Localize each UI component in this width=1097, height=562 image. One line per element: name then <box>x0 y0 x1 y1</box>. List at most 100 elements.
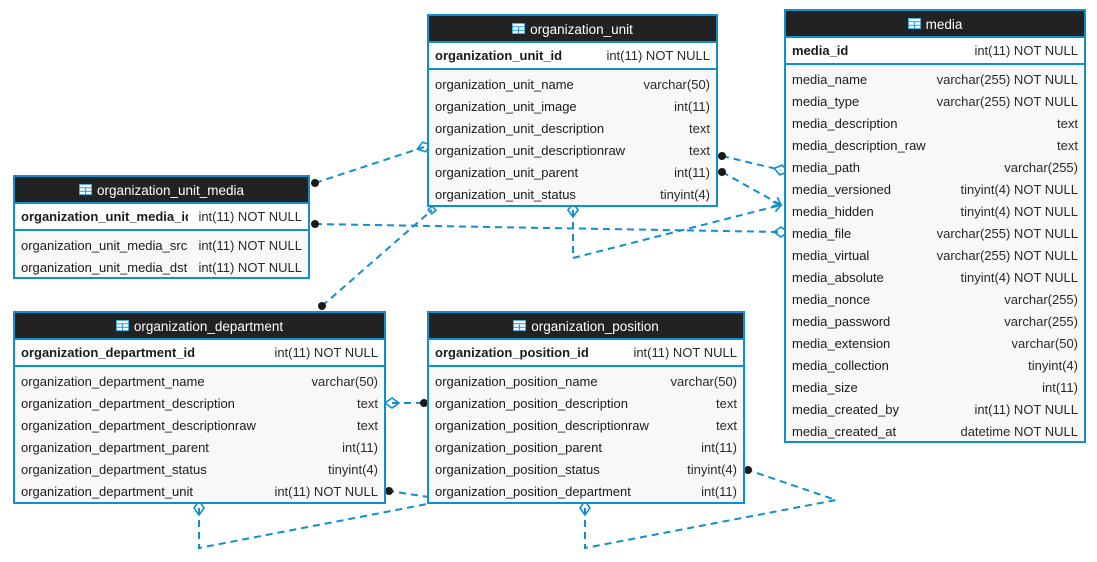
source-marker <box>311 220 319 228</box>
column-type: text <box>689 120 710 136</box>
table-organization_position[interactable]: organization_position organization_positi… <box>427 311 745 504</box>
column-type: tinyint(4) <box>660 186 710 202</box>
column-name: media_absolute <box>792 269 884 285</box>
target-marker <box>385 487 393 495</box>
column-name: organization_position_id <box>435 345 589 360</box>
column-name: media_virtual <box>792 247 870 263</box>
column-name: organization_position_name <box>435 373 598 389</box>
column-type: text <box>1057 137 1078 153</box>
column-type: tinyint(4) <box>687 461 737 477</box>
column-type: varchar(255) NOT NULL <box>936 71 1078 87</box>
table-name: organization_position <box>531 318 659 334</box>
column-name: organization_position_status <box>435 461 600 477</box>
table-name: organization_department <box>133 318 284 334</box>
relationship-line[interactable] <box>314 146 425 184</box>
column-name: organization_unit_name <box>435 76 574 92</box>
table-icon <box>512 17 526 34</box>
column-type: text <box>357 417 378 433</box>
column-name: organization_department_id <box>21 345 196 360</box>
column-name: organization_unit_description <box>435 120 605 136</box>
table-header-organization_unit[interactable]: organization_unit <box>429 16 716 41</box>
table-header-organization_department[interactable]: organization_department <box>15 313 384 338</box>
table-organization_department[interactable]: organization_department organization_depa… <box>13 311 386 504</box>
column-name: media_hidden <box>792 203 874 219</box>
column-type: varchar(50) <box>1011 335 1078 351</box>
column-name: organization_department_status <box>21 461 207 477</box>
relationship-line[interactable] <box>321 209 433 307</box>
column-type: int(11) <box>701 483 737 499</box>
column-name: media_password <box>792 313 891 329</box>
column-type: datetime NOT NULL <box>960 423 1078 439</box>
relationship-line[interactable] <box>572 204 782 260</box>
source-marker <box>383 397 401 409</box>
column-name: organization_unit_id <box>435 48 563 63</box>
relationship-line[interactable] <box>721 171 782 206</box>
column-type: int(11) NOT NULL <box>274 483 378 499</box>
column-type: text <box>689 142 710 158</box>
column-row[interactable]: organization_position_status tinyint(4) <box>429 458 743 480</box>
column-type: varchar(255) <box>1004 159 1078 175</box>
column-type: text <box>1057 115 1078 131</box>
table-header-organization_position[interactable]: organization_position <box>429 313 743 338</box>
target-marker <box>772 196 783 207</box>
table-icon <box>78 178 92 195</box>
column-row[interactable]: media_virtual varchar(255) NOT NULL <box>786 244 1084 266</box>
column-name: organization_unit_image <box>435 98 577 114</box>
table-icon <box>513 314 527 331</box>
column-name: media_created_by <box>792 401 899 417</box>
column-type: int(11) <box>1042 379 1078 395</box>
column-type: varchar(255) NOT NULL <box>936 247 1078 263</box>
column-name: media_versioned <box>792 181 892 197</box>
table-header-organization_unit_media[interactable]: organization_unit_media <box>15 177 308 202</box>
relationship-line[interactable] <box>721 155 782 171</box>
column-type: int(11) <box>342 439 378 455</box>
table-header-media[interactable]: media <box>786 11 1084 36</box>
column-row[interactable]: organization_unit_description text <box>429 117 716 139</box>
column-type: varchar(50) <box>311 373 378 389</box>
relationship-line[interactable] <box>314 223 782 233</box>
